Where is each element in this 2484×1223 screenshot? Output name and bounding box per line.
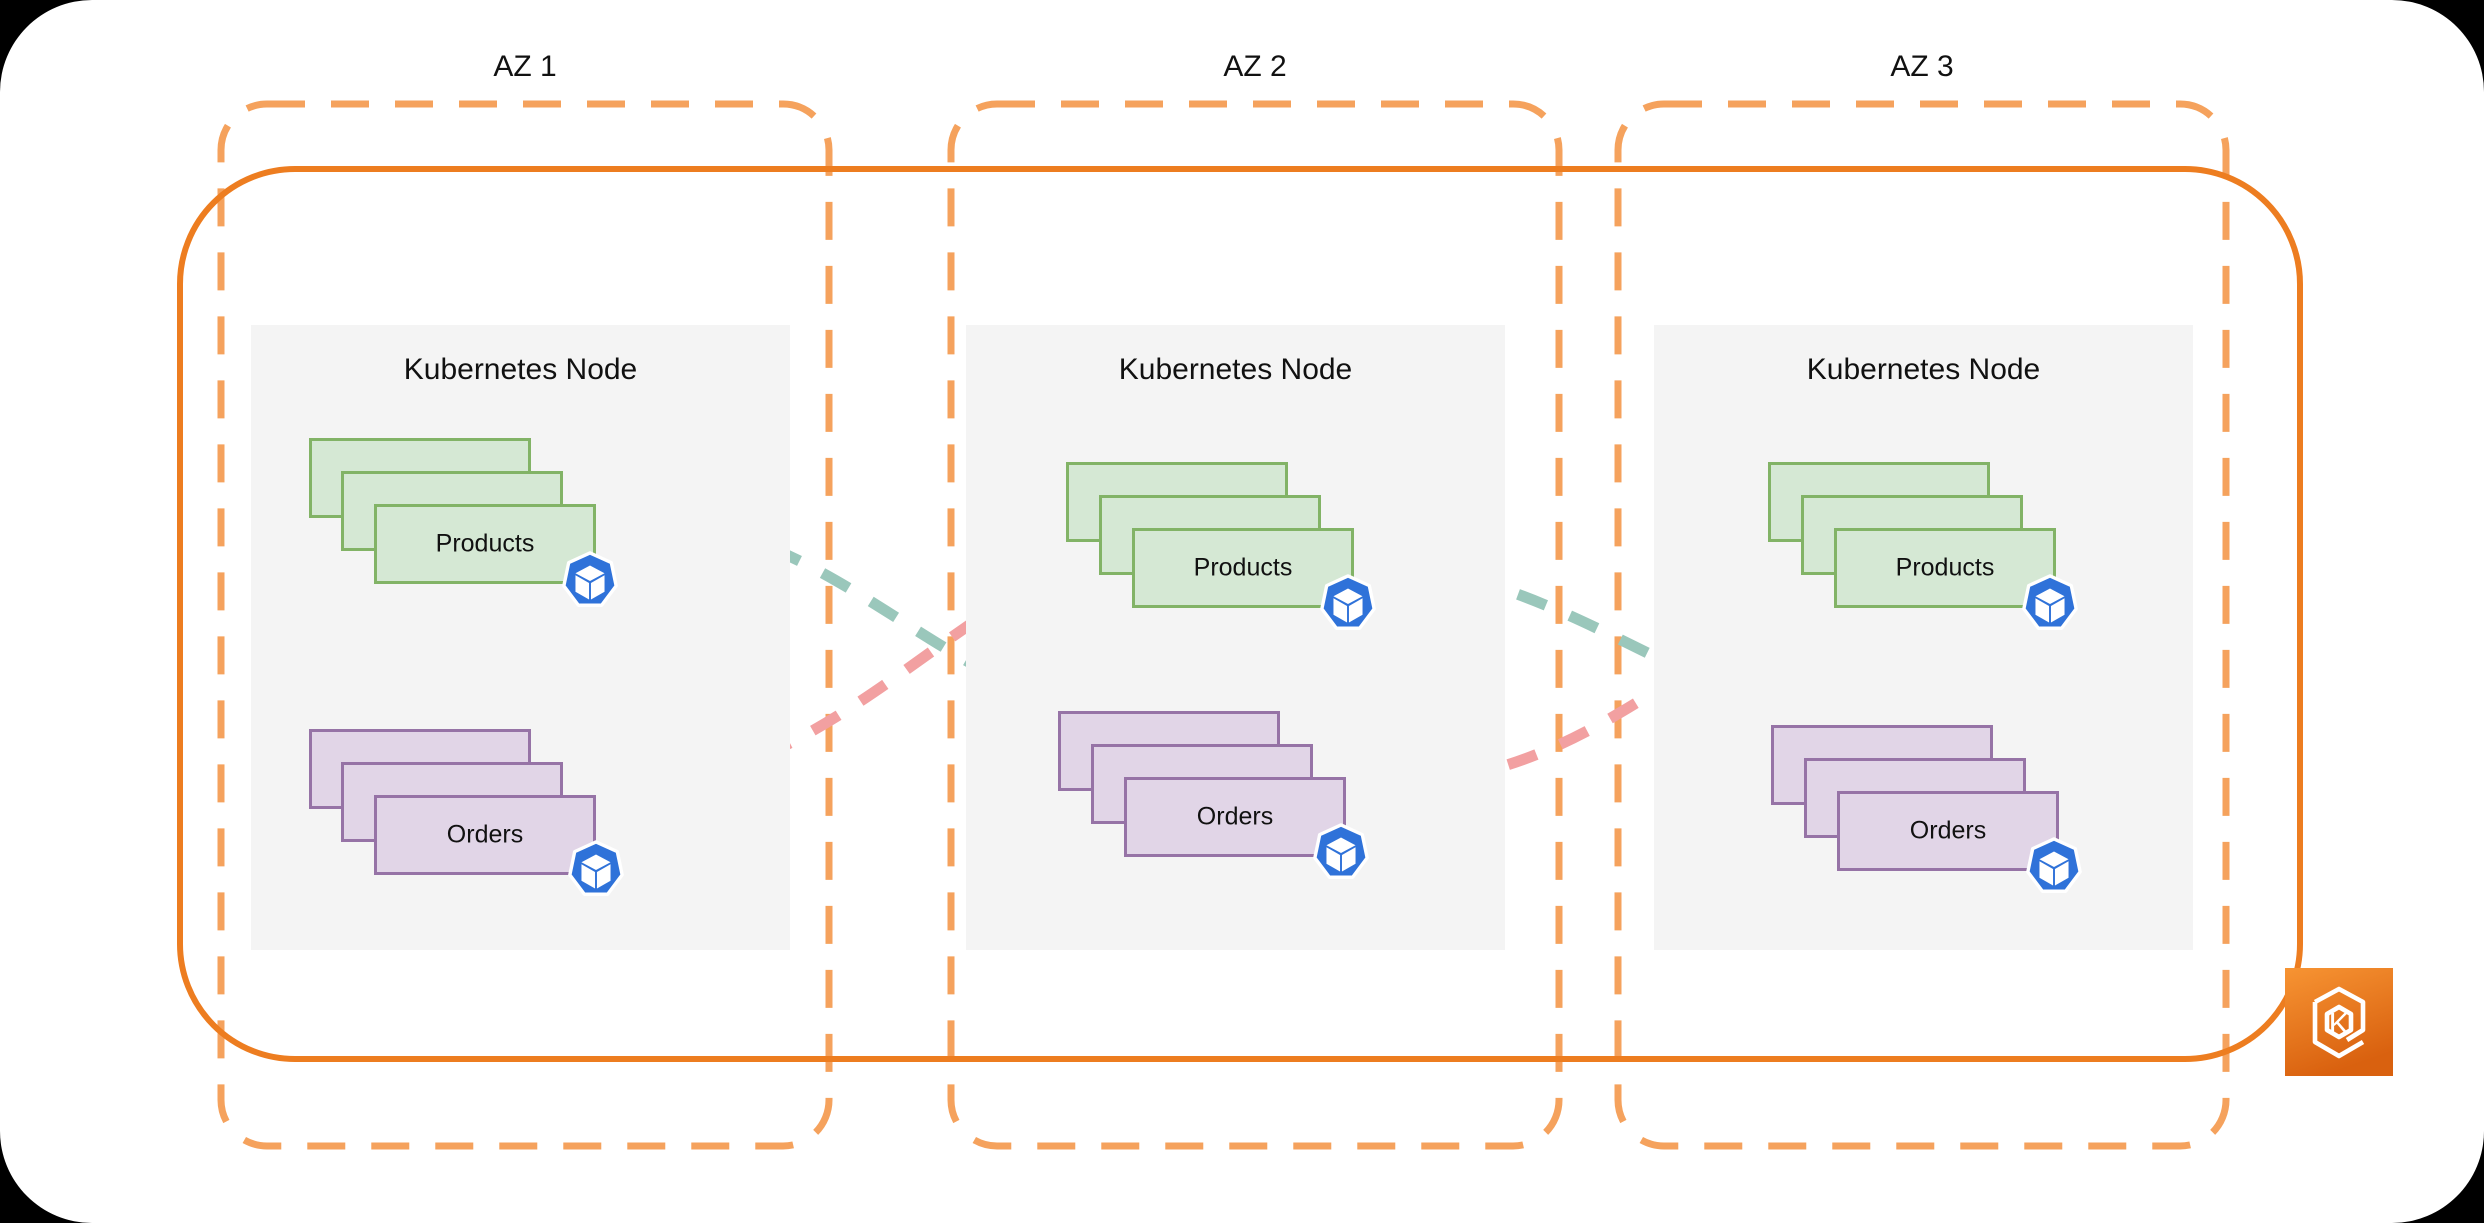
pod-replica-primary[interactable]: Orders [1124,777,1346,857]
pod-group-label: Orders [1196,802,1274,831]
az-3-label: AZ 3 [1890,50,1954,83]
kubernetes-node-az-3[interactable]: Kubernetes Node Products Orders [1654,325,2193,950]
kubernetes-pod-icon [2026,837,2082,893]
kubernetes-pod-icon [1313,823,1369,879]
amazon-eks-logo: K [2285,968,2393,1076]
kubernetes-pod-icon [562,551,618,607]
kubernetes-pod-icon [568,840,624,896]
az-3-boundary [1614,100,2230,1150]
pod-group-label: Products [1895,553,1995,582]
az-dashed-boundaries [217,100,2230,1150]
pod-replica-primary[interactable]: Products [1132,528,1354,608]
pod-group-label: Products [435,529,535,558]
pod-group-label: Orders [446,820,524,849]
kubernetes-pod-icon [1320,574,1376,630]
pod-replica-primary[interactable]: Products [374,504,596,584]
kubernetes-pod-icon [2022,574,2078,630]
pod-replica-primary[interactable]: Products [1834,528,2056,608]
kubernetes-node-az-2[interactable]: Kubernetes Node Products Orders [966,325,1505,950]
eks-cluster-boundary [177,166,2303,1062]
kubernetes-node-az-3-title: Kubernetes Node [1806,353,2041,386]
az-1-boundary [217,100,833,1150]
pod-replica-primary[interactable]: Orders [374,795,596,875]
kubernetes-node-az-1[interactable]: Kubernetes Node Products Orders [251,325,790,950]
az-1-label: AZ 1 [493,50,557,83]
eks-logo-letter: K [2329,1006,2350,1041]
pod-group-label: Products [1193,553,1293,582]
kubernetes-node-az-2-title: Kubernetes Node [1118,353,1353,386]
az-2-boundary [947,100,1563,1150]
pod-replica-primary[interactable]: Orders [1837,791,2059,871]
az-2-label: AZ 2 [1223,50,1287,83]
pod-group-label: Orders [1909,816,1987,845]
kubernetes-node-az-1-title: Kubernetes Node [403,353,638,386]
